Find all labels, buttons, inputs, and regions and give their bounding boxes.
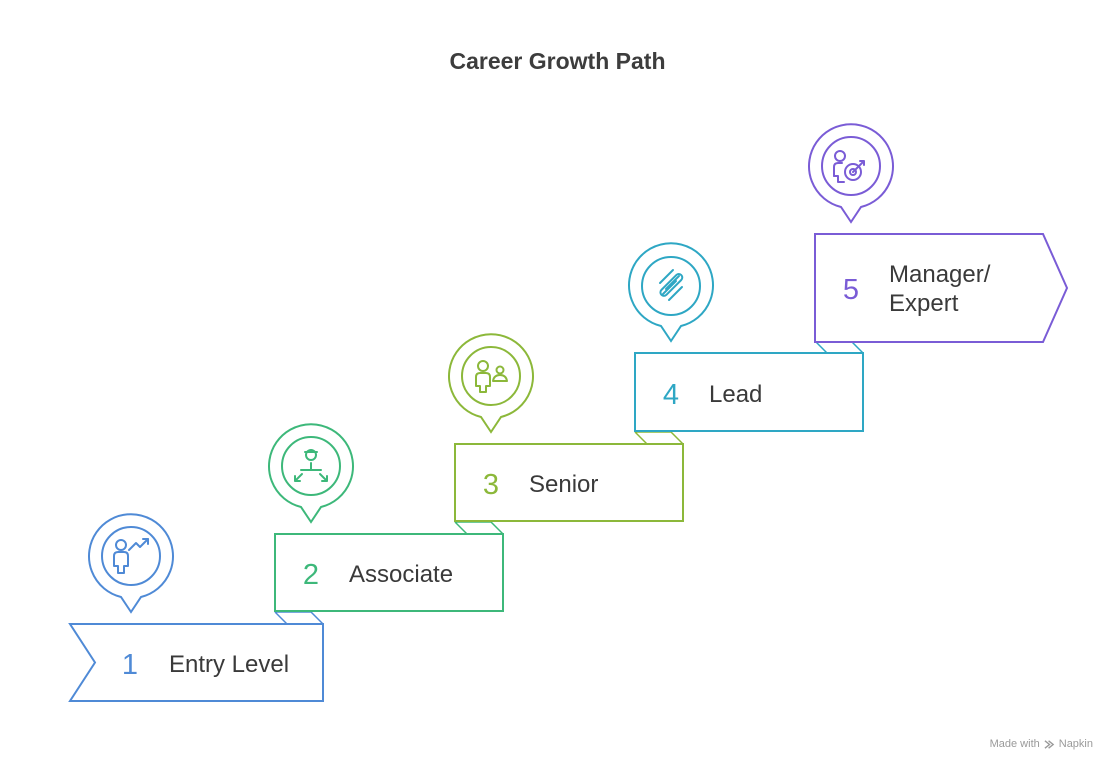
step-2-box: [274, 533, 504, 612]
person-network-icon: [294, 449, 328, 482]
step-1-label-line: Entry Level: [169, 651, 289, 678]
step-3-label: Senior: [529, 471, 598, 498]
step-4-pin: [628, 242, 714, 343]
step-1-number: 1: [122, 649, 138, 681]
footer-credit[interactable]: Made with Napkin: [990, 738, 1093, 750]
step-2: 2 Associate: [268, 423, 504, 612]
step-1-pin-shape: [88, 513, 174, 614]
step-4: 4 Lead: [628, 242, 864, 432]
step-2-label-line: Associate: [349, 561, 453, 588]
napkin-logo-icon: [1044, 739, 1055, 749]
step-2-number: 2: [303, 559, 319, 591]
step-4-number: 4: [663, 379, 679, 411]
person-target-icon: [833, 150, 865, 183]
step-5-number: 5: [843, 274, 859, 306]
step-5-box: [814, 233, 1069, 343]
step-3-label-line: Senior: [529, 471, 598, 498]
step-5-label: Manager/Expert: [889, 261, 991, 317]
diagram-title: Career Growth Path: [449, 48, 666, 74]
footer-made-with: Made with: [989, 738, 1040, 750]
step-4-pin-shape: [628, 242, 714, 343]
step-1-pin: [88, 513, 174, 614]
step-4-pin-inner: [641, 256, 701, 316]
step-2-label: Associate: [349, 561, 453, 588]
step-5-pin-inner: [821, 136, 881, 196]
step-3-number: 3: [483, 469, 499, 501]
step-1: 1 Entry Level: [68, 513, 324, 702]
person-growth-icon: [113, 538, 149, 574]
step-5-label-line-1: Manager/: [889, 261, 991, 288]
step-3-pin-inner: [461, 346, 521, 406]
step-1-fold: [274, 611, 324, 625]
step-4-label: Lead: [709, 381, 762, 408]
step-3-fold: [634, 431, 684, 445]
step-1-box: [68, 623, 324, 702]
step-5: 5 Manager/Expert: [808, 123, 1069, 343]
step-5-label-line-2: Expert: [889, 290, 959, 317]
step-1-label: Entry Level: [169, 651, 289, 678]
step-1-pin-inner: [101, 526, 161, 586]
step-2-fold: [454, 521, 504, 535]
step-3-box: [454, 443, 684, 522]
step-4-label-line: Lead: [709, 381, 762, 408]
step-5-pin: [808, 123, 894, 224]
step-2-pin-inner: [281, 436, 341, 496]
step-2-pin-shape: [268, 423, 354, 524]
step-3-pin: [448, 333, 534, 434]
mentor-person-icon: [475, 360, 508, 393]
step-2-pin: [268, 423, 354, 524]
footer-brand: Napkin: [1058, 738, 1093, 750]
step-3: 3 Senior: [448, 333, 684, 522]
step-4-box: [634, 352, 864, 432]
tools-icon: [659, 269, 684, 301]
